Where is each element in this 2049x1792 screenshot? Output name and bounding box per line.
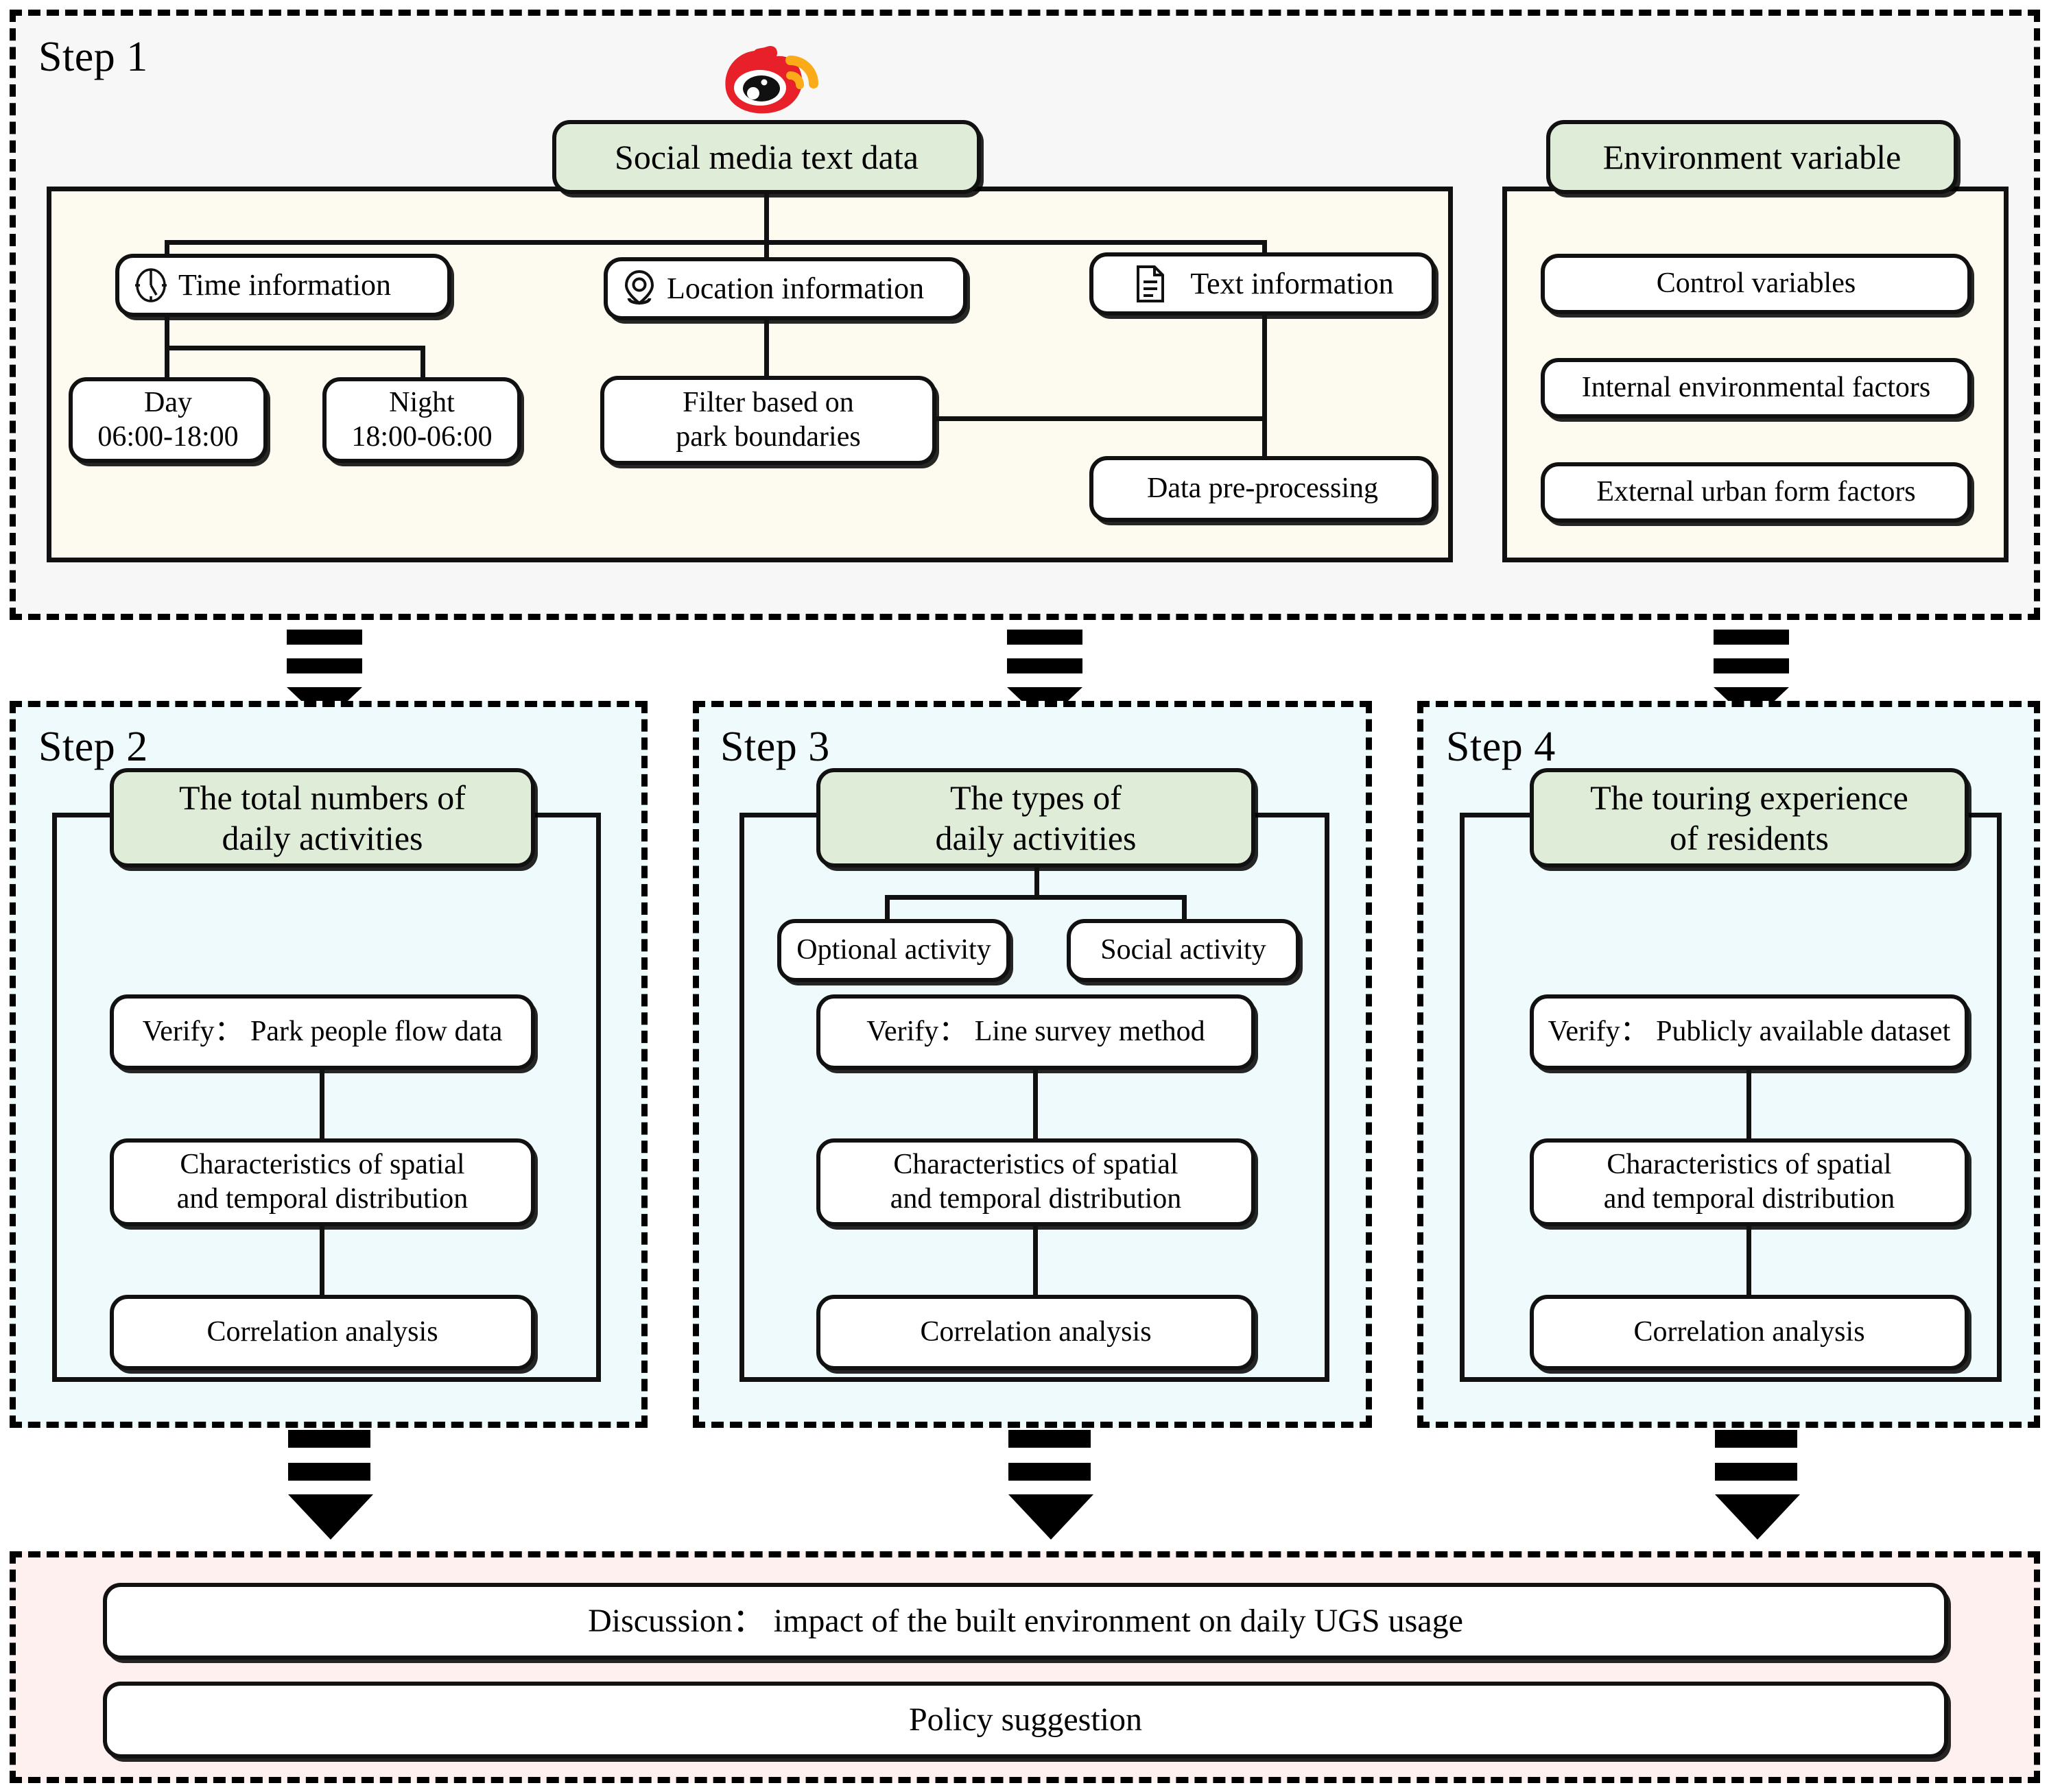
step4-inner-container — [1460, 813, 2002, 1382]
arrow-step4-to-discussion — [1715, 1430, 1800, 1540]
social-activity-label: Social activity — [1100, 934, 1266, 966]
step3-title-node[interactable]: The types of daily activities — [816, 768, 1255, 868]
step2-inner-container — [52, 813, 601, 1382]
step2-title-node[interactable]: The total numbers of daily activities — [110, 768, 535, 868]
step3-correlation-node[interactable]: Correlation analysis — [816, 1295, 1255, 1370]
step3-characteristics-label: Characteristics of spatial and temporal … — [890, 1149, 1182, 1215]
night-node[interactable]: Night 18:00-06:00 — [322, 377, 521, 463]
data-preprocessing-label: Data pre-processing — [1146, 473, 1379, 505]
day-node[interactable]: Day 06:00-18:00 — [69, 377, 268, 463]
step3-verify-label: Verify： Line survey method — [866, 1016, 1205, 1048]
location-information-label: Location information — [667, 272, 925, 306]
step3-title-label: The types of daily activities — [935, 778, 1137, 857]
step2-verify-node[interactable]: Verify： Park people flow data — [110, 994, 535, 1070]
optional-activity-label: Optional activity — [796, 934, 991, 966]
social-media-text-data-label: Social media text data — [615, 137, 919, 176]
clock-icon — [132, 266, 170, 304]
step4-verify-label: Verify： Publicly available dataset — [1548, 1016, 1951, 1048]
filter-park-boundaries-label: Filter based on park boundaries — [676, 387, 861, 453]
step3-connector-optional-drop — [885, 895, 890, 922]
step4-characteristics-label: Characteristics of spatial and temporal … — [1603, 1149, 1895, 1215]
step3-connector-types-h — [885, 895, 1187, 900]
external-urban-form-factors-node[interactable]: External urban form factors — [1541, 462, 1971, 523]
time-information-node[interactable]: Time information — [115, 254, 451, 317]
arrow-step3-to-discussion — [1008, 1430, 1093, 1540]
text-information-label: Text information — [1190, 267, 1394, 301]
step3-connector-types-down — [1034, 868, 1039, 895]
step3-label: Step 3 — [720, 724, 830, 770]
connector-drop-location — [764, 240, 769, 266]
step2-characteristics-label: Characteristics of spatial and temporal … — [176, 1149, 469, 1215]
step3-characteristics-node[interactable]: Characteristics of spatial and temporal … — [816, 1138, 1255, 1226]
policy-suggestion-node[interactable]: Policy suggestion — [103, 1682, 1948, 1758]
internal-environmental-factors-label: Internal environmental factors — [1581, 372, 1931, 404]
connector-night-drop — [421, 346, 425, 381]
step2-connector-1 — [320, 1070, 324, 1145]
step4-correlation-node[interactable]: Correlation analysis — [1530, 1295, 1969, 1370]
step2-label: Step 2 — [38, 724, 148, 770]
environment-variable-node[interactable]: Environment variable — [1546, 120, 1958, 194]
optional-activity-node[interactable]: Optional activity — [777, 919, 1010, 982]
step2-characteristics-node[interactable]: Characteristics of spatial and temporal … — [110, 1138, 535, 1226]
step4-connector-1 — [1746, 1070, 1751, 1145]
step4-connector-2 — [1746, 1226, 1751, 1302]
step4-characteristics-node[interactable]: Characteristics of spatial and temporal … — [1530, 1138, 1969, 1226]
step2-connector-2 — [320, 1226, 324, 1302]
step4-correlation-label: Correlation analysis — [1633, 1316, 1865, 1348]
connector-daynight-h — [165, 346, 425, 350]
connector-root-down — [764, 194, 769, 240]
location-information-node[interactable]: Location information — [604, 257, 967, 320]
filter-park-boundaries-node[interactable]: Filter based on park boundaries — [600, 376, 936, 465]
internal-environmental-factors-node[interactable]: Internal environmental factors — [1541, 358, 1971, 418]
step2-title-label: The total numbers of daily activities — [179, 778, 466, 857]
policy-suggestion-label: Policy suggestion — [908, 1701, 1142, 1738]
environment-variable-label: Environment variable — [1602, 137, 1902, 176]
connector-time-down — [165, 317, 169, 346]
control-variables-label: Control variables — [1656, 267, 1856, 300]
connector-location-down — [764, 320, 769, 379]
discussion-label: Discussion： impact of the built environm… — [588, 1602, 1463, 1639]
step3-connector-2 — [1033, 1226, 1038, 1302]
day-label: Day 06:00-18:00 — [97, 386, 239, 453]
step2-correlation-label: Correlation analysis — [206, 1316, 438, 1348]
discussion-node[interactable]: Discussion： impact of the built environm… — [103, 1583, 1948, 1660]
text-information-node[interactable]: Text information — [1089, 252, 1436, 315]
step2-verify-label: Verify： Park people flow data — [142, 1016, 503, 1048]
social-media-text-data-node[interactable]: Social media text data — [552, 120, 981, 194]
arrow-step2-to-discussion — [288, 1430, 373, 1540]
step4-label: Step 4 — [1446, 724, 1556, 770]
step4-verify-node[interactable]: Verify： Publicly available dataset — [1530, 994, 1969, 1070]
connector-bus-h — [165, 240, 1262, 245]
step2-correlation-node[interactable]: Correlation analysis — [110, 1295, 535, 1370]
location-pin-icon — [620, 269, 659, 309]
external-urban-form-factors-label: External urban form factors — [1596, 476, 1916, 508]
step4-title-label: The touring experience of residents — [1590, 778, 1908, 857]
control-variables-node[interactable]: Control variables — [1541, 254, 1971, 314]
step4-title-node[interactable]: The touring experience of residents — [1530, 768, 1969, 868]
time-information-label: Time information — [178, 268, 392, 302]
weibo-logo-icon — [713, 33, 823, 121]
step1-label: Step 1 — [38, 34, 148, 80]
connector-filter-to-text — [934, 416, 1265, 421]
night-label: Night 18:00-06:00 — [351, 386, 493, 453]
connector-day-drop — [165, 346, 169, 381]
social-activity-node[interactable]: Social activity — [1067, 919, 1300, 982]
step3-verify-node[interactable]: Verify： Line survey method — [816, 994, 1255, 1070]
connector-text-down — [1262, 315, 1267, 468]
data-preprocessing-node[interactable]: Data pre-processing — [1089, 456, 1436, 522]
step3-correlation-label: Correlation analysis — [920, 1316, 1152, 1348]
document-icon — [1134, 264, 1167, 304]
step3-connector-1 — [1033, 1070, 1038, 1145]
step3-connector-social-drop — [1182, 895, 1187, 922]
